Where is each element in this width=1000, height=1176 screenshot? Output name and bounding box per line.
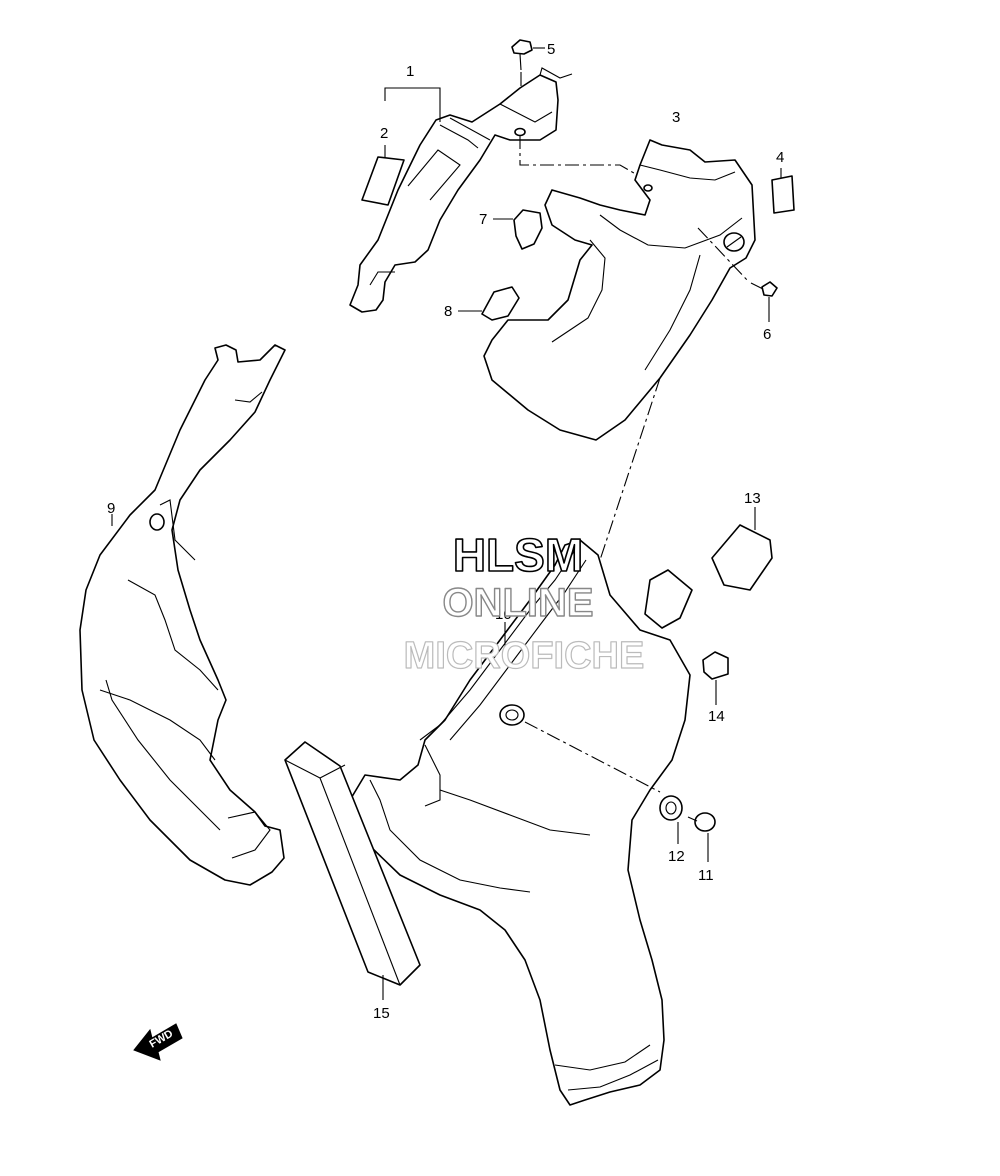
part-8-pad [458,286,520,321]
callout-3: 3 [672,109,680,126]
callout-7: 7 [479,211,487,228]
leader-1-2 [384,87,441,122]
callout-2: 2 [380,125,388,142]
callout-5: 5 [547,41,555,58]
callout-11: 11 [698,867,714,884]
part-11-screw [687,812,716,862]
callout-8: 8 [444,303,452,320]
part-13-pad [711,507,773,591]
part-3-inner-cover [483,139,756,441]
part-10-lower-cover [349,539,693,1106]
callout-6: 6 [763,326,771,343]
watermark: HLSM ONLINE MICROFICHE [403,528,645,677]
watermark-line1: HLSM [453,529,583,581]
callout-14: 14 [708,708,725,725]
fwd-arrow-icon: FWD [133,1023,183,1061]
watermark-line3: MICROFICHE [404,635,645,677]
part-6-screw [697,227,778,322]
callout-1: 1 [406,63,414,80]
callout-4: 4 [776,149,784,166]
dashdot-5-to-3 [519,135,647,181]
part-9-side-cover [79,344,286,886]
watermark-line2: ONLINE [442,581,593,625]
callout-9: 9 [107,500,115,517]
part-15-strip [284,741,421,1000]
dashdot-3-to-10 [599,377,661,561]
part-1-bracket [349,67,573,313]
part-12-grommet [659,795,683,844]
part-4-clip [771,175,795,214]
part-2-label [361,156,405,206]
part-7-pad [493,209,543,250]
callout-12: 12 [668,848,685,865]
callout-10: 10 [495,606,512,623]
callout-15: 15 [373,1005,390,1022]
part-14-clip [702,651,729,705]
callout-13: 13 [744,490,761,507]
